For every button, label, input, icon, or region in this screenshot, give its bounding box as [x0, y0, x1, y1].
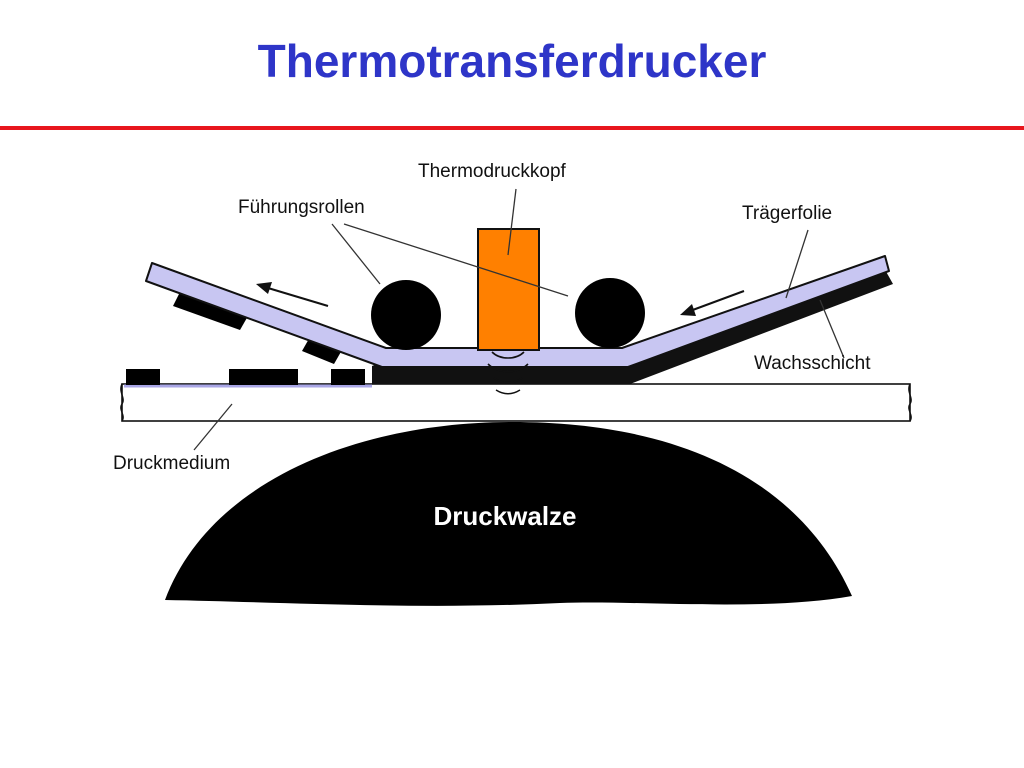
- transferred-wax-dot: [126, 369, 160, 385]
- platen-roller: [165, 422, 852, 606]
- heat-arc: [487, 363, 529, 373]
- heat-arc: [493, 377, 523, 384]
- heat-arc: [495, 389, 521, 395]
- label-guide-rollers: Führungsrollen: [238, 197, 365, 218]
- film-direction-arrow-right: [680, 290, 745, 316]
- label-platen-roller: Druckwalze: [433, 501, 576, 531]
- carrier-film: [145, 255, 890, 368]
- print-medium-break-right: [908, 383, 912, 422]
- transferred-wax-dot: [229, 369, 298, 385]
- label-print-medium: Druckmedium: [113, 453, 230, 474]
- film-direction-arrow-left: [256, 282, 329, 307]
- print-medium-break-left: [120, 383, 124, 422]
- leader-carrier-film: [785, 229, 809, 299]
- wax-piece-on-film: [302, 337, 342, 364]
- title-rule: [0, 126, 1024, 130]
- label-carrier-film: Trägerfolie: [742, 203, 832, 224]
- guide-roller-left: [371, 280, 441, 350]
- label-wax-layer: Wachsschicht: [754, 353, 871, 374]
- leader-guide-roller-right: [343, 223, 569, 297]
- leader-print-medium: [193, 403, 233, 451]
- leader-guide-roller-left: [331, 223, 381, 285]
- leader-print-head: [507, 188, 517, 256]
- label-print-head: Thermodruckkopf: [418, 161, 567, 182]
- guide-roller-right: [575, 278, 645, 348]
- wax-piece-on-film: [173, 292, 248, 330]
- transferred-wax-dot: [331, 369, 365, 385]
- slide-title: Thermotransferdrucker: [257, 35, 767, 87]
- print-medium: [121, 383, 911, 422]
- leader-wax-layer: [819, 299, 845, 359]
- heat-arc: [491, 351, 525, 359]
